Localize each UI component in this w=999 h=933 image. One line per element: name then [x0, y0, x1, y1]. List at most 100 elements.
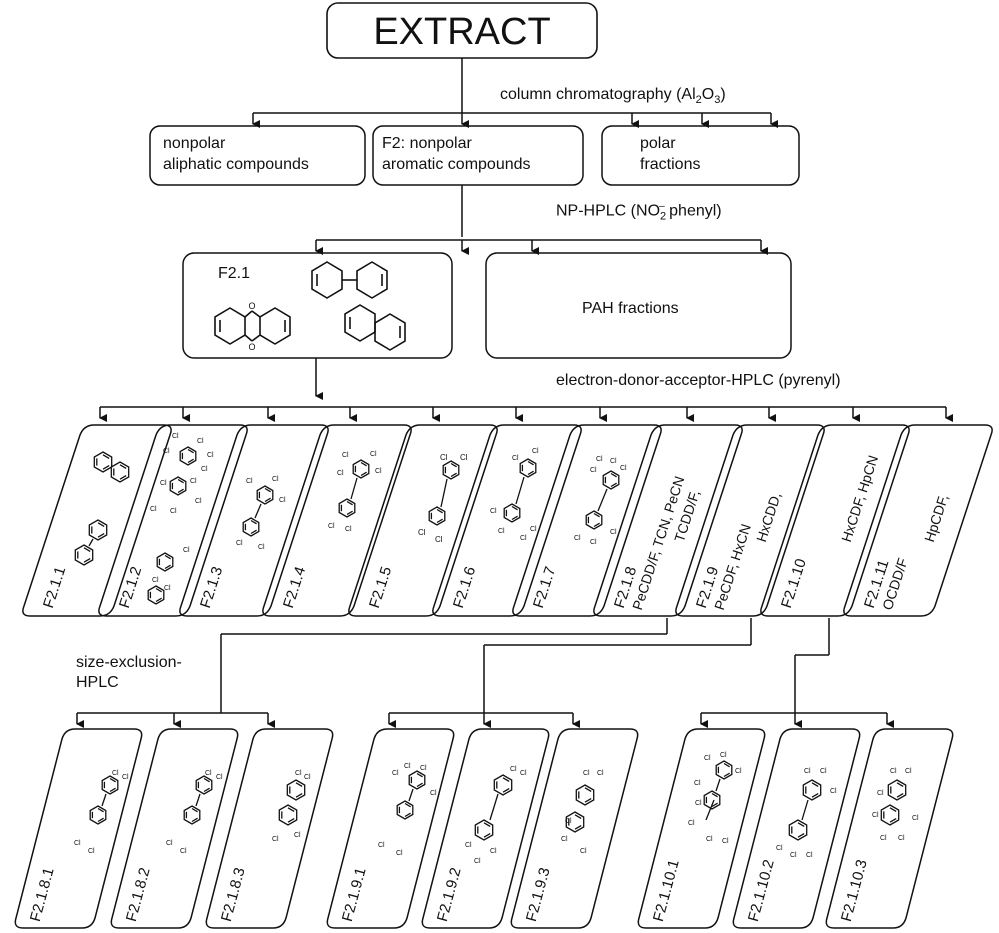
double-bond	[83, 547, 91, 552]
double-bond	[889, 807, 897, 812]
benzene-ring	[565, 811, 585, 833]
benzene-ring	[110, 461, 130, 483]
subfraction-structures	[89, 760, 907, 841]
f21-box	[182, 252, 453, 359]
bond	[515, 476, 525, 505]
benzene-ring	[602, 470, 620, 490]
double-bond	[436, 508, 443, 514]
fraction-structures	[74, 446, 620, 605]
subfraction-box	[732, 728, 861, 929]
polar-fractions-box	[601, 125, 800, 186]
double-bond	[102, 465, 110, 470]
double-bond	[811, 782, 819, 787]
double-bond	[889, 818, 897, 823]
subfraction-box	[326, 728, 455, 929]
benzene-ring	[428, 506, 446, 526]
double-bond	[797, 822, 805, 827]
bond	[195, 793, 201, 807]
double-bond	[97, 522, 105, 527]
double-bond	[723, 762, 730, 768]
extract-title: EXTRACT	[373, 11, 550, 53]
double-bond	[610, 472, 617, 478]
double-bond	[155, 587, 162, 593]
benzene-ring	[575, 784, 595, 806]
benzene-ring	[396, 800, 414, 820]
bond	[88, 538, 94, 547]
double-bond	[483, 833, 491, 838]
bond	[350, 477, 358, 500]
benzene-ring	[493, 774, 513, 796]
double-bond	[610, 482, 617, 488]
double-bond	[450, 472, 457, 478]
connector-size-exclusion	[76, 618, 894, 728]
double-bond	[177, 478, 184, 484]
double-bond	[593, 522, 600, 528]
double-bond	[264, 497, 271, 503]
nonpolar-aliphatic-box	[149, 125, 366, 186]
double-bond	[416, 772, 423, 778]
fraction-box	[512, 424, 662, 617]
bond	[101, 793, 107, 807]
fraction-box	[843, 424, 993, 617]
benzene-ring	[442, 460, 460, 480]
bond	[801, 799, 809, 821]
double-bond	[896, 782, 904, 787]
double-bond	[83, 558, 91, 563]
connector-f21	[100, 358, 946, 408]
dibenzodioxin-structure	[214, 307, 291, 345]
double-bond	[109, 787, 116, 793]
benzene-ring	[788, 819, 808, 841]
benzene-ring	[88, 519, 108, 541]
benzene-ring	[74, 544, 94, 566]
double-bond	[511, 505, 518, 511]
double-bond	[250, 529, 257, 535]
double-bond	[164, 564, 171, 570]
double-bond	[203, 787, 210, 793]
fraction-box	[22, 424, 172, 617]
benzene-ring	[195, 775, 213, 795]
double-bond	[250, 519, 257, 525]
benzene-ring	[286, 779, 306, 801]
fraction-box	[348, 424, 498, 617]
double-bond	[119, 475, 127, 480]
benzene-ring	[503, 503, 521, 523]
double-bond	[203, 777, 210, 783]
connector-extract	[252, 58, 778, 128]
double-bond	[404, 802, 411, 808]
subfraction-box	[825, 728, 954, 929]
double-bond	[346, 500, 353, 506]
bond	[440, 478, 448, 508]
double-bond	[723, 772, 730, 778]
bond	[489, 793, 499, 821]
oxygen-label: O	[248, 342, 255, 352]
fraction-box	[593, 424, 743, 617]
benzene-ring	[474, 819, 494, 841]
double-bond	[119, 464, 127, 469]
double-bond	[187, 448, 194, 454]
fraction-box	[432, 424, 582, 617]
double-bond	[287, 807, 295, 812]
benzene-ring	[585, 510, 603, 530]
fraction-box	[98, 424, 248, 617]
double-bond	[295, 782, 303, 787]
double-bond	[797, 833, 805, 838]
double-bond	[527, 460, 534, 466]
naphthalene-structure	[344, 304, 406, 351]
fraction-boxes	[22, 424, 993, 617]
double-bond	[450, 462, 457, 468]
benzene-ring	[880, 804, 900, 826]
double-bond	[109, 777, 116, 783]
double-bond	[97, 807, 104, 813]
benzene-ring	[156, 552, 174, 572]
double-bond	[811, 793, 819, 798]
benzene-ring	[183, 805, 201, 825]
bond	[715, 778, 721, 792]
double-bond	[97, 533, 105, 538]
double-bond	[287, 818, 295, 823]
connector-f2	[315, 185, 768, 255]
double-bond	[593, 512, 600, 518]
double-bond	[502, 788, 510, 793]
bond	[705, 799, 715, 821]
double-bond	[187, 458, 194, 464]
